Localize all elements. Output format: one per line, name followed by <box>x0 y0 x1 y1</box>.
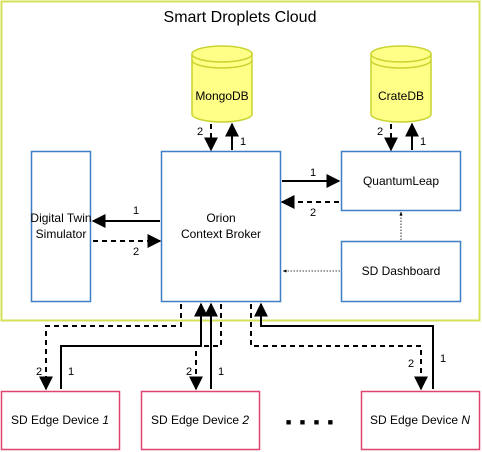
num-digital-twin-orion-2: 2 <box>133 246 139 258</box>
mongodb-database[interactable]: MongoDB <box>191 45 253 123</box>
quantumleap-label: QuantumLeap <box>363 174 439 188</box>
num-orion-quantumleap-1: 1 <box>310 167 316 179</box>
edge-device-2-box[interactable]: SD Edge Device 2 <box>140 390 261 451</box>
arrow-orion-to-edge1 <box>39 304 182 391</box>
orion-context-broker-box[interactable]: Orion Context Broker <box>160 150 282 303</box>
arrow-orion-to-edgen <box>250 304 428 391</box>
digital-twin-label-line2: Simulator <box>36 227 87 241</box>
mongodb-label: MongoDB <box>195 89 248 103</box>
num-orion-edge1-2: 2 <box>36 366 42 378</box>
num-orion-edgen-2: 2 <box>408 358 414 370</box>
edge-device-2-label: SD Edge Device 2 <box>151 413 249 427</box>
num-quantumleap-orion-2: 2 <box>310 207 316 219</box>
num-edge2-orion-1: 1 <box>218 366 224 378</box>
num-orion-mongodb-1: 1 <box>240 136 246 148</box>
cratedb-label: CrateDB <box>378 89 424 103</box>
quantumleap-box[interactable]: QuantumLeap <box>340 150 462 212</box>
digital-twin-simulator-box[interactable]: Digital Twin Simulator <box>30 150 92 303</box>
arrow-orion-to-edge2 <box>189 304 222 391</box>
arrow-edgen-to-orion <box>254 302 434 389</box>
edge-device-ellipsis: ■ ■ ■ ■ <box>286 417 336 427</box>
arrow-edge1-to-orion <box>60 302 208 389</box>
digital-twin-label-line1: Digital Twin <box>30 211 91 225</box>
edge-device-1-label: SD Edge Device 1 <box>11 413 109 427</box>
cloud-title: Smart Droplets Cloud <box>164 9 317 26</box>
orion-label-line1: Orion <box>206 211 235 225</box>
sd-dashboard-box[interactable]: SD Dashboard <box>340 240 462 303</box>
num-orion-edge2-2: 2 <box>186 366 192 378</box>
cratedb-database[interactable]: CrateDB <box>370 45 432 123</box>
edge-device-n-box[interactable]: SD Edge Device N <box>360 390 481 451</box>
num-edgen-orion-1: 1 <box>440 353 446 365</box>
num-cratedb-quantumleap-2: 2 <box>377 126 383 138</box>
edge-device-1-box[interactable]: SD Edge Device 1 <box>0 390 121 451</box>
num-orion-digital-twin-1: 1 <box>133 205 139 217</box>
num-quantumleap-cratedb-1: 1 <box>420 136 426 148</box>
num-mongodb-orion-2: 2 <box>197 126 203 138</box>
edge-device-n-label: SD Edge Device N <box>370 413 470 427</box>
num-edge1-orion-1: 1 <box>68 366 74 378</box>
sd-dashboard-label: SD Dashboard <box>362 264 441 278</box>
orion-label-line2: Context Broker <box>181 227 261 241</box>
